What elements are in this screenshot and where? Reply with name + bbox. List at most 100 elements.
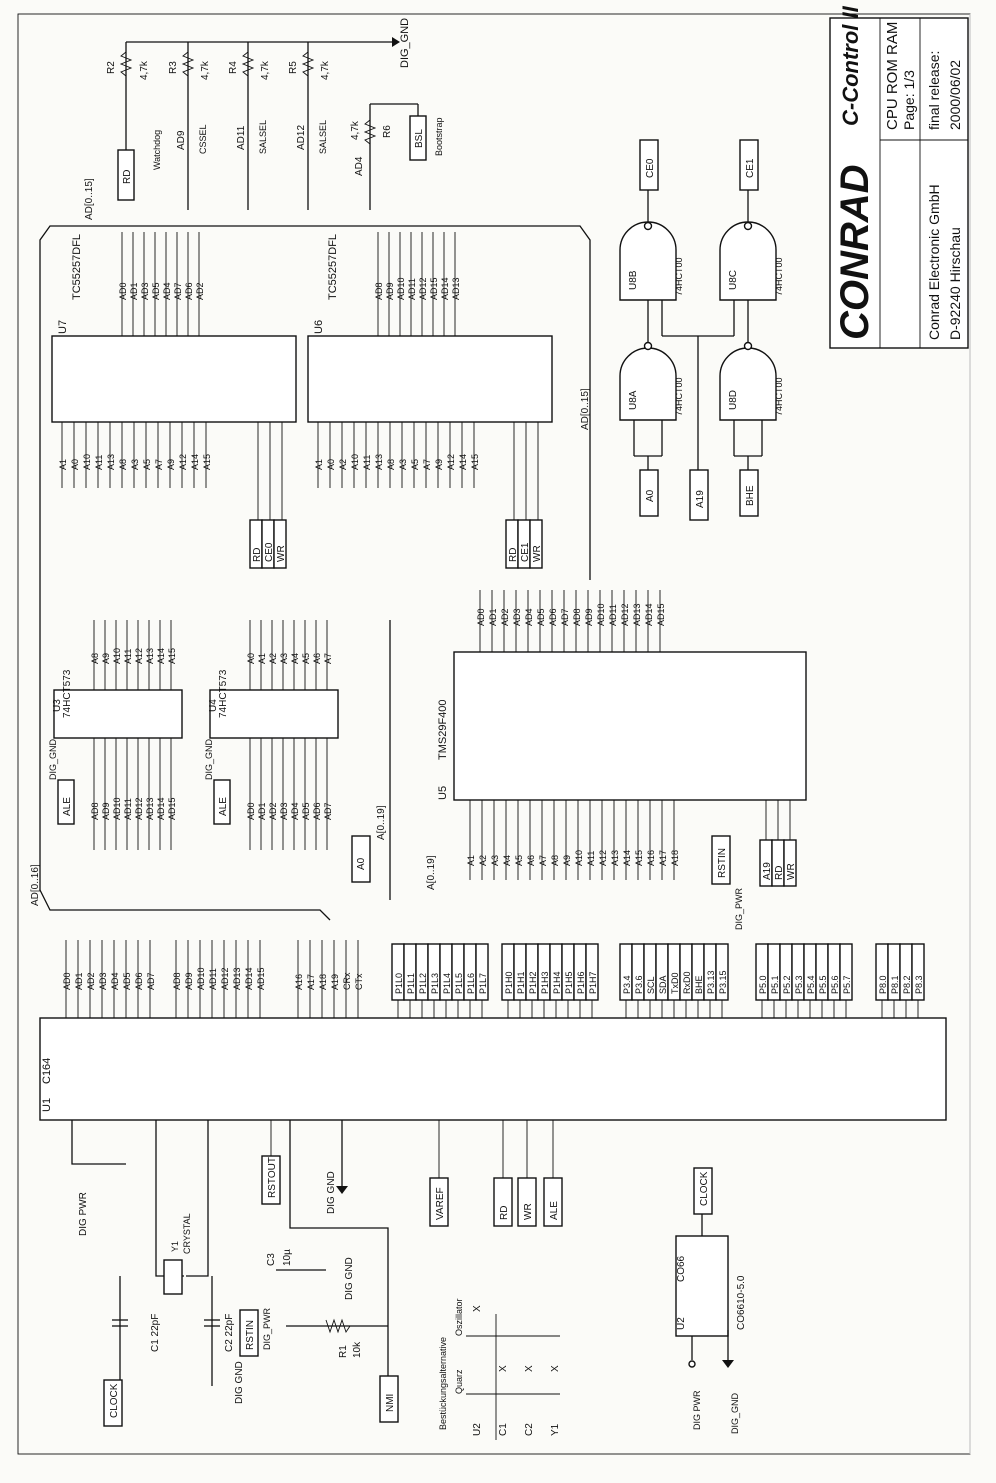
u6-addr-label: A3 xyxy=(398,459,408,470)
r4-note: SALSEL xyxy=(258,120,268,154)
u1-port-p3: BHE xyxy=(694,975,704,994)
u1-port-p1h: P1H6 xyxy=(576,971,586,994)
u3-part: 74HCT573 xyxy=(62,669,73,718)
u1-port-p1h: P1H5 xyxy=(564,971,574,994)
u6-data-label: AD13 xyxy=(451,277,461,300)
u3-in-label: AD13 xyxy=(145,797,155,820)
u1-port-p5: P5.2 xyxy=(782,975,792,994)
u1-port-p3: SCL xyxy=(646,976,656,994)
u6-ref: U6 xyxy=(313,320,325,334)
u5-addr-label: A12 xyxy=(598,850,608,866)
u6-data-label: AD8 xyxy=(374,282,384,300)
rstin-box: RSTIN xyxy=(245,1320,256,1350)
u2-part: CO66 xyxy=(676,1255,687,1282)
u1-port-p5: P5.0 xyxy=(758,975,768,994)
u1-box-RD: RD xyxy=(499,1206,510,1220)
u1-port-p0l: AD2 xyxy=(86,972,96,990)
u6-ctrl-WR-frame xyxy=(529,519,543,569)
u7-addr-label: A11 xyxy=(94,455,104,470)
u4-gnd: DIG_GND xyxy=(204,738,214,780)
options-table: Bestückungsalternative Quarz Oszillator … xyxy=(438,1298,561,1440)
u5-addr-label: A13 xyxy=(610,850,620,866)
rail-dig-gnd: DIG_GND xyxy=(399,18,411,68)
u5-addr-label: A3 xyxy=(490,855,500,866)
r4-label: R4 xyxy=(228,61,239,74)
u1-port-p1h: P1H3 xyxy=(540,971,550,994)
bus-ad-mid: AD[0..15] xyxy=(580,388,591,430)
bsl-note: Bootstrap xyxy=(434,117,444,156)
u3-in-label: AD12 xyxy=(134,797,144,820)
u4-out-label: A6 xyxy=(312,653,322,664)
u6-addr-label: A5 xyxy=(410,459,420,470)
u1-port-p3: P3.4 xyxy=(622,975,632,994)
u1-port-box xyxy=(911,943,925,1001)
u3-in-label: AD9 xyxy=(101,802,111,820)
u5-addr-label: A16 xyxy=(646,850,656,866)
r2-label: R2 xyxy=(106,61,117,74)
r2-net: RD xyxy=(122,170,133,184)
u1-box-WR: WR xyxy=(523,1203,534,1220)
u6-data-label: AD10 xyxy=(396,277,406,300)
u1-port-p5: P5.6 xyxy=(830,975,840,994)
u6-addr-label: A13 xyxy=(374,454,384,470)
clock-box: CLOCK xyxy=(109,1383,120,1418)
u1-port-p3: RxD0 xyxy=(682,971,692,994)
r2-note: Watchdog xyxy=(152,130,162,170)
u5-addr-label: A7 xyxy=(538,855,548,866)
c3-gnd: DIG GND xyxy=(344,1257,355,1300)
u4-ref: U4 xyxy=(208,699,219,712)
u3-in-label: AD14 xyxy=(156,797,166,820)
u7-addr-label: A14 xyxy=(190,454,200,470)
u7-addr-label: A8 xyxy=(118,459,128,470)
crystal-section: Y1 CRYSTAL C1 22pF C2 22pF CLOCK DIG GND… xyxy=(103,1120,399,1427)
u3-out-label: A14 xyxy=(156,648,166,664)
u7-addr-label: A9 xyxy=(166,459,176,470)
u1-port-box xyxy=(715,943,729,1001)
u1-port-p0h: AD8 xyxy=(172,972,182,990)
u2-out: CLOCK xyxy=(699,1171,710,1206)
u5-data-label: AD14 xyxy=(644,603,654,626)
u1-power: DIG PWR xyxy=(78,1192,89,1236)
u1-box-ALE: ALE xyxy=(549,1201,560,1220)
u1-port-p5: P5.3 xyxy=(794,975,804,994)
options-row-quarz: X xyxy=(524,1365,535,1372)
a0-a19-box-a0: A0 xyxy=(356,857,367,870)
r6-label: R6 xyxy=(382,125,393,138)
u1-port-p1l: P1L5 xyxy=(454,973,464,994)
u3-out-label: A9 xyxy=(101,653,111,664)
u1-part: C164 xyxy=(41,1058,53,1084)
u5-ref: U5 xyxy=(437,786,449,800)
u7-data-label: AD4 xyxy=(162,282,172,300)
u8d-in: BHE xyxy=(745,485,756,506)
sheet-title: CPU ROM RAM xyxy=(884,22,901,130)
u1-port-p0h: AD10 xyxy=(196,967,206,990)
release-label: final release: xyxy=(926,51,942,130)
u5-ctrl-WR-frame xyxy=(783,839,797,887)
u5-addr-label: A10 xyxy=(574,850,584,866)
u5-addr-label: A2 xyxy=(478,855,488,866)
u1-port-p1l: P1L0 xyxy=(394,973,404,994)
options-row-part: C2 xyxy=(524,1423,535,1436)
chip-u8: CE0 U8B 74HCT00 CE1 U8C 74HCT00 A0 U8A 7… xyxy=(619,139,784,521)
r5-net: AD12 xyxy=(296,125,307,150)
r4-value: 4,7k xyxy=(260,60,271,80)
pullup-network: DIG_GND R2 4,7k RD Watchdog R3 4,7k AD9 … xyxy=(106,18,444,210)
title-block: CONRAD C-Control II CPU ROM RAM Page: 1/… xyxy=(829,5,969,349)
u3-latch: ALE xyxy=(62,797,73,816)
u7-ctrl-CE0: CE0 xyxy=(264,542,275,562)
u3-out-label: A11 xyxy=(123,649,133,664)
u3-ref: U3 xyxy=(52,699,63,712)
r6-net: AD4 xyxy=(354,156,365,176)
u5-data-label: AD12 xyxy=(620,603,630,626)
u8c-part: 74HCT00 xyxy=(774,257,784,296)
u7-ctrl-WR-frame xyxy=(273,519,287,569)
u7-data-label: AD5 xyxy=(151,282,161,300)
u6-data-label: AD9 xyxy=(385,282,395,300)
u5-addr-label: A1 xyxy=(466,855,476,866)
u1-box-RSTOUT: RSTOUT xyxy=(267,1157,278,1198)
c3-label: C3 xyxy=(266,1253,277,1266)
u8a-part: 74HCT00 xyxy=(674,377,684,416)
